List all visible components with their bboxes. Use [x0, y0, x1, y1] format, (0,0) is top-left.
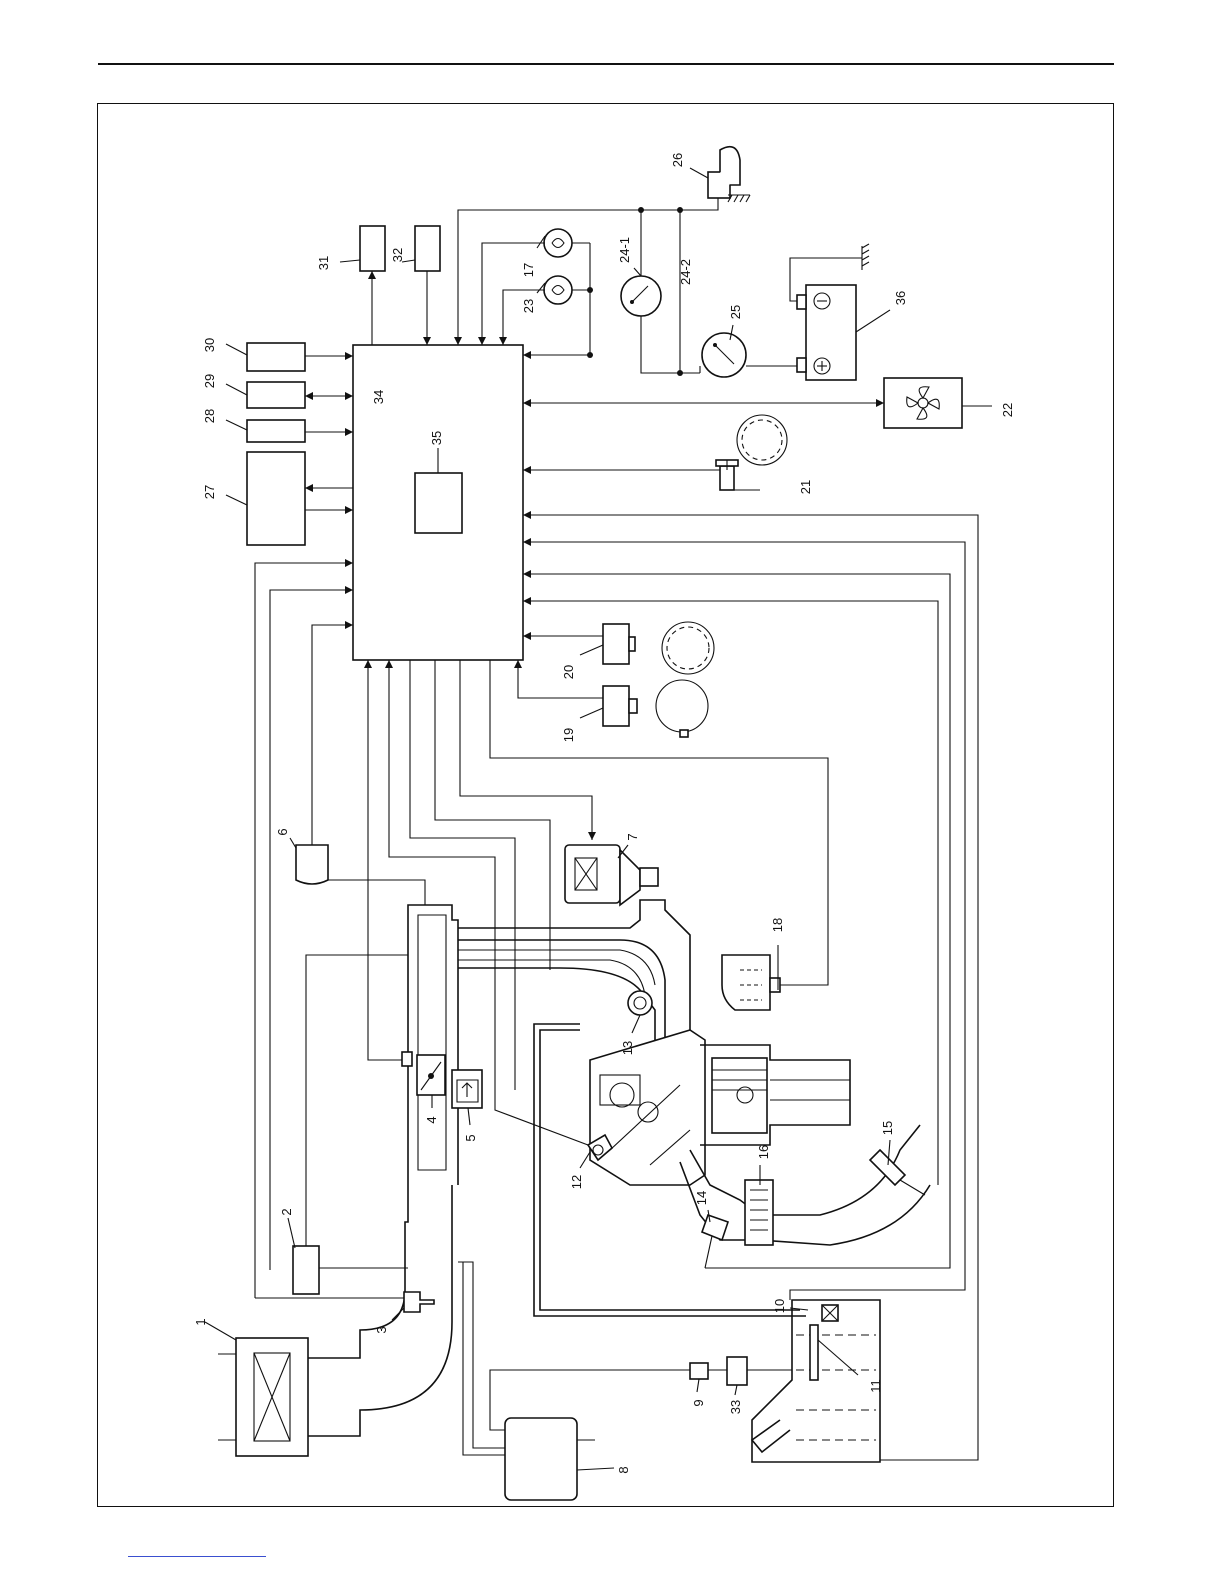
label-36: 36 [893, 291, 908, 305]
label-4: 4 [424, 1116, 439, 1123]
label-3: 3 [374, 1326, 389, 1333]
cylinder-head [590, 1030, 705, 1185]
injector-7 [565, 845, 620, 903]
crank-cam-sensors [514, 415, 787, 737]
module-28 [247, 420, 305, 442]
ground-icon-battery [862, 244, 869, 270]
label-23: 23 [521, 299, 536, 313]
sensor-20 [603, 624, 629, 664]
label-24-2: 24-2 [678, 259, 693, 285]
fuel-pump-33 [727, 1357, 747, 1385]
sensor-6 [296, 845, 328, 884]
ignition-switch-25 [702, 333, 746, 377]
label-27: 27 [202, 485, 217, 499]
top-modules [247, 343, 353, 1298]
engine-assembly [296, 845, 930, 1268]
label-13: 13 [620, 1041, 635, 1055]
label-25: 25 [728, 305, 743, 319]
label-12: 12 [569, 1175, 584, 1189]
label-32: 32 [390, 248, 405, 262]
label-18: 18 [770, 918, 785, 932]
warning-lamp-17 [544, 229, 572, 257]
label-5: 5 [463, 1134, 478, 1141]
module-30 [247, 343, 305, 371]
label-6: 6 [275, 828, 290, 835]
cam-wheel-19 [656, 680, 708, 732]
label-8: 8 [616, 1466, 631, 1473]
intake-air-temp-3 [404, 1292, 434, 1312]
label-35: 35 [429, 431, 444, 445]
reluctor-wheel-20 [662, 622, 714, 674]
label-33: 33 [728, 1400, 743, 1414]
coolant-sensor-18 [722, 955, 770, 1010]
label-26: 26 [670, 153, 685, 167]
module-32 [415, 226, 440, 271]
label-7: 7 [625, 833, 640, 840]
charcoal-canister-8 [505, 1418, 577, 1500]
sensor-13 [628, 991, 652, 1015]
module-27 [247, 452, 305, 545]
reluctor-wheel-21 [737, 415, 787, 465]
fuel-filter-9 [690, 1363, 708, 1379]
label-22: 22 [1000, 403, 1015, 417]
label-10: 10 [772, 1299, 787, 1313]
label-14: 14 [694, 1191, 709, 1205]
label-1: 1 [193, 1318, 208, 1325]
switch-24-1 [621, 276, 661, 316]
piston [712, 1058, 767, 1133]
fan-22 [884, 378, 962, 428]
label-20: 20 [561, 665, 576, 679]
module-29 [247, 382, 305, 408]
label-29: 29 [202, 374, 217, 388]
warning-lamp-23 [544, 276, 572, 304]
label-30: 30 [202, 338, 217, 352]
ground-icon-relay [728, 195, 750, 202]
ecu-submodule-35 [415, 473, 462, 533]
label-11: 11 [868, 1379, 883, 1393]
label-19: 19 [561, 728, 576, 742]
module-31 [360, 226, 385, 271]
label-9: 9 [691, 1399, 706, 1406]
label-2: 2 [279, 1208, 294, 1215]
sensor-19 [603, 686, 629, 726]
label-21: 21 [798, 480, 813, 494]
oxygen-sensor-15 [870, 1150, 905, 1185]
label-16: 16 [756, 1145, 771, 1159]
label-28: 28 [202, 409, 217, 423]
label-24-1: 24-1 [617, 237, 632, 263]
label-15: 15 [880, 1121, 895, 1135]
label-31: 31 [316, 256, 331, 270]
label-17: 17 [521, 263, 536, 277]
intake-system [218, 905, 505, 1456]
fuel-pump-in-tank-11 [810, 1325, 818, 1380]
map-sensor-2 [293, 1246, 319, 1294]
label-34: 34 [371, 390, 386, 404]
sensor-14 [702, 1215, 728, 1240]
leader-lines [205, 168, 992, 1470]
